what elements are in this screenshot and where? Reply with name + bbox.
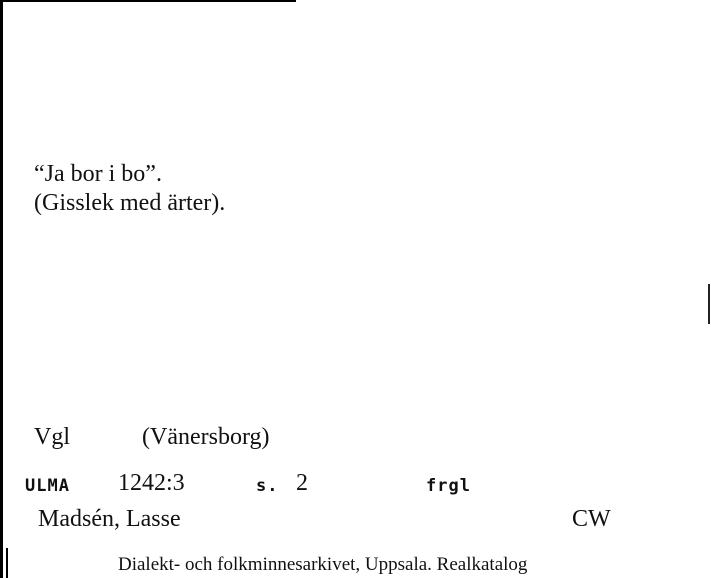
archive-footer: Dialekt- och folkminnesarkivet, Uppsala.…: [118, 554, 528, 575]
record-number: 1242:3: [118, 470, 185, 496]
card-right-edge-mark: [708, 284, 710, 324]
card-title: “Ja bor i bo”. (Gisslek med ärter).: [34, 160, 225, 218]
card-top-edge: [0, 0, 296, 2]
region-code: Vgl: [34, 424, 70, 450]
place-name: (Vänersborg): [142, 424, 270, 450]
author-name: Madsén, Lasse: [38, 506, 181, 532]
page-number: 2: [296, 470, 308, 496]
card-left-edge: [0, 0, 3, 578]
title-line-1: “Ja bor i bo”.: [34, 161, 162, 187]
title-line-2: (Gisslek med ärter).: [34, 190, 226, 216]
page-label: s.: [256, 476, 279, 496]
category-code: frgl: [426, 476, 471, 496]
card-corner-mark: [6, 548, 8, 578]
location-row: Vgl (Vänersborg): [34, 424, 270, 451]
recorder-initials: CW: [572, 506, 611, 532]
archive-code: ULMA: [25, 476, 70, 496]
